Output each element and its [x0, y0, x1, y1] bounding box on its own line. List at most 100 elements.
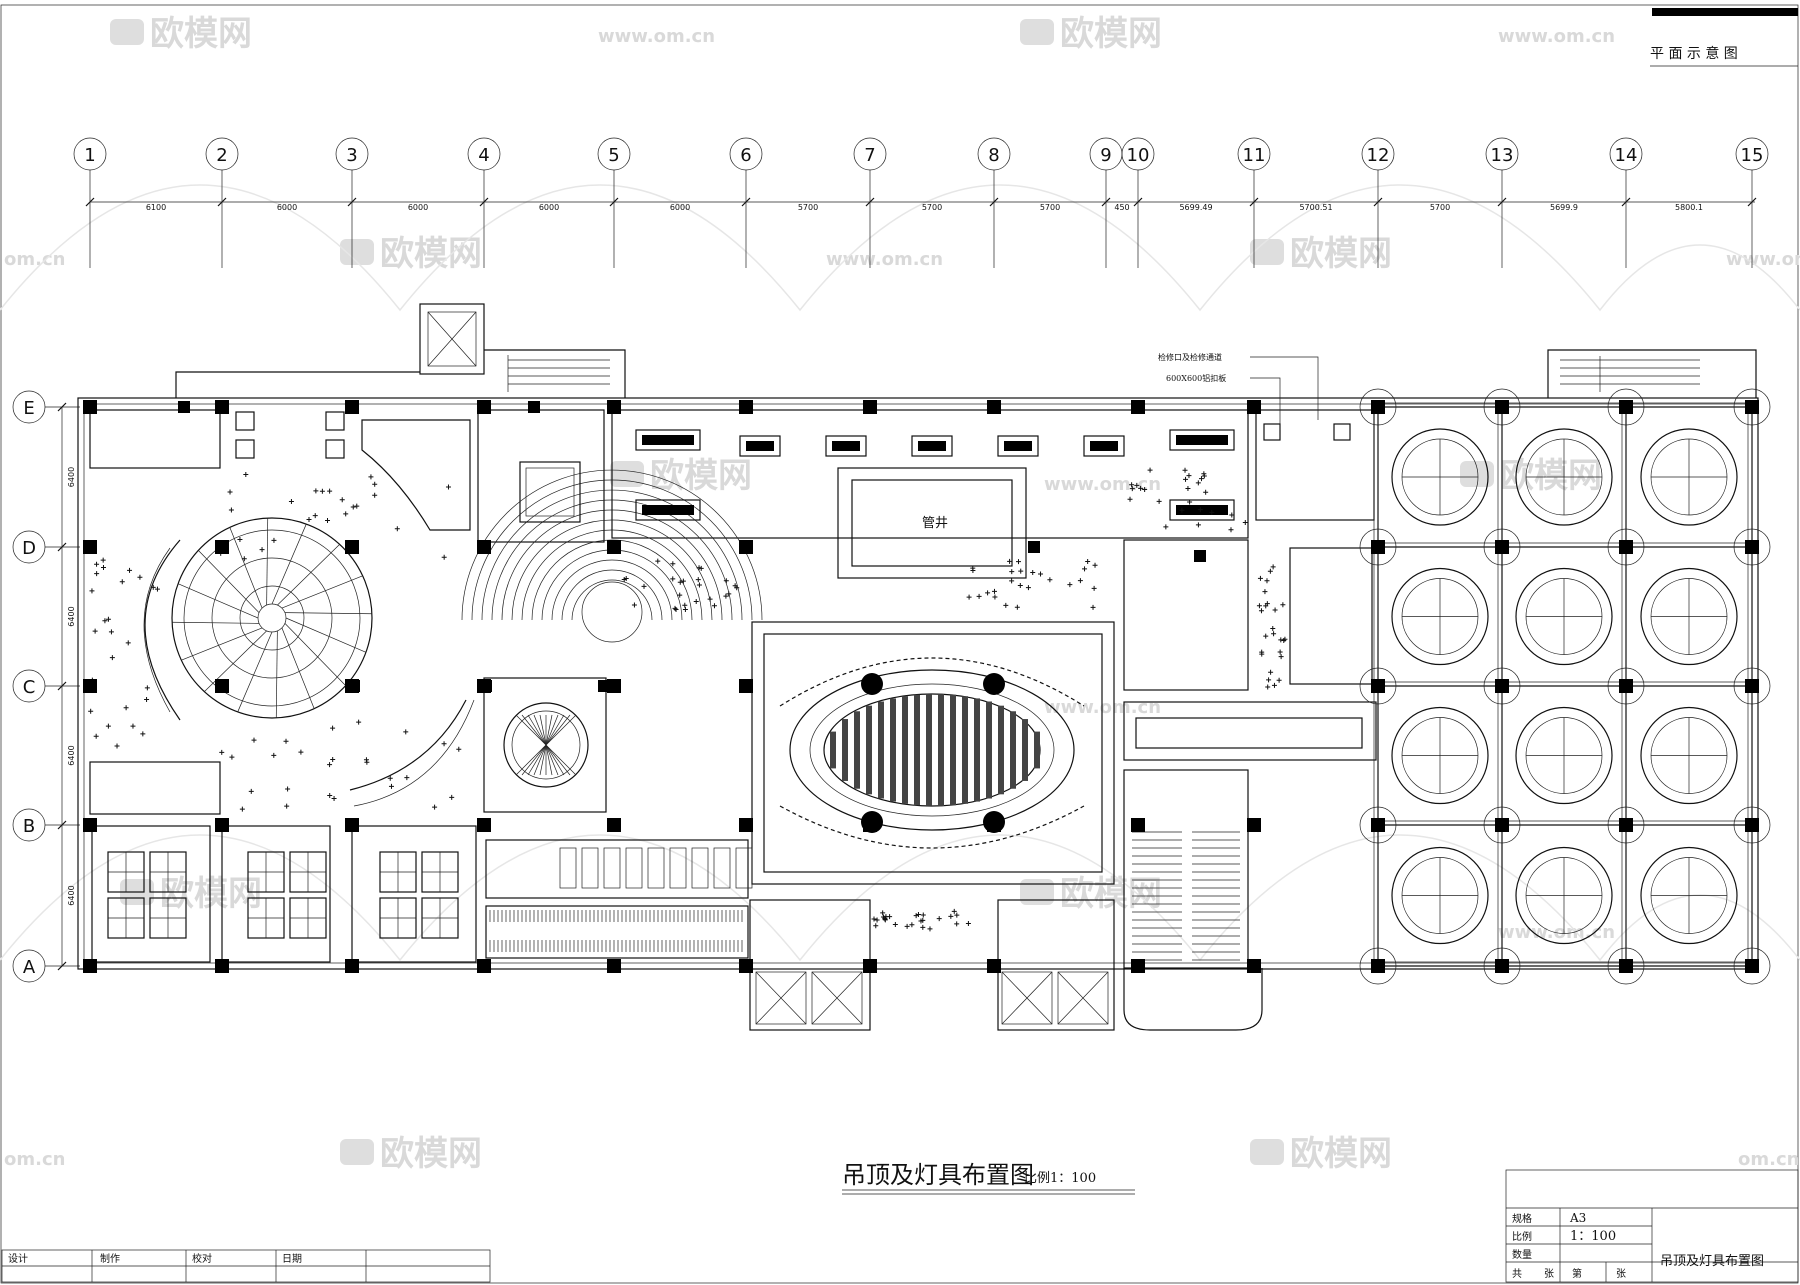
- downlight-icon: [1182, 467, 1188, 473]
- downlight-icon: [1256, 603, 1262, 609]
- radial-spoke: [237, 631, 273, 713]
- downlight-icon: [105, 723, 111, 729]
- round-ceiling-feature: [171, 517, 373, 719]
- grille-line: [521, 744, 547, 776]
- oval-slat: [914, 694, 920, 806]
- annotation-notes: 检修口及检修通道 600X600铝扣板: [1158, 352, 1319, 430]
- downlight-icon: [1187, 499, 1193, 505]
- column-ring: [1483, 528, 1521, 566]
- column-marker: [1619, 400, 1633, 414]
- ceiling-circle: [1391, 706, 1489, 805]
- downlight-icon: [1265, 684, 1271, 690]
- radial-spoke: [281, 627, 315, 709]
- drawing-name: 吊顶及灯具布置图: [1660, 1254, 1764, 1269]
- column-marker: [216, 680, 228, 692]
- downlight-icon: [673, 607, 679, 613]
- grille-line: [527, 744, 547, 776]
- downlight-icon: [394, 526, 400, 532]
- check-label: 校对: [192, 1252, 212, 1265]
- column-marker: [1619, 959, 1633, 973]
- downlight-icon: [1025, 585, 1031, 591]
- column-ring: [1607, 947, 1645, 985]
- downlight-icon: [672, 605, 678, 611]
- downlight-icon: [150, 584, 156, 590]
- oval-slat: [1022, 719, 1028, 781]
- column-marker: [863, 818, 877, 832]
- note-access-panel: 检修口及检修通道: [1158, 352, 1222, 362]
- downlight-icon: [330, 725, 336, 731]
- downlight-icon: [913, 913, 919, 919]
- linear-light-fixture-core: [832, 441, 860, 451]
- column-marker: [1194, 550, 1206, 562]
- downlight-icon: [936, 916, 942, 922]
- linear-light-fixture: [1083, 435, 1125, 457]
- downlight-icon: [1009, 578, 1015, 584]
- downlight-icon: [1156, 498, 1162, 504]
- downlight-icon: [241, 556, 247, 562]
- oval-slat: [830, 731, 836, 769]
- watermark-arcs: [0, 184, 1800, 962]
- downlight-icon: [456, 746, 462, 752]
- arch-band: [571, 579, 653, 621]
- column-ring: [1483, 667, 1521, 705]
- downlight-icon: [229, 754, 235, 760]
- column-marker: [607, 959, 621, 973]
- downlight-icon: [1228, 527, 1234, 533]
- downlight-icon: [319, 488, 325, 494]
- date-label: 日期: [282, 1253, 302, 1265]
- column-marker: [1619, 540, 1633, 554]
- downlight-icon: [1229, 512, 1235, 518]
- dimension-value: 6000: [277, 203, 297, 212]
- downlight-icon: [1030, 570, 1036, 576]
- column-marker: [1131, 400, 1145, 414]
- column-marker: [477, 540, 491, 554]
- column-marker: [1371, 400, 1385, 414]
- grille-line: [527, 714, 547, 746]
- column-marker: [1247, 818, 1261, 832]
- ceiling-coffer: [581, 847, 599, 889]
- axis-label-col: 7: [864, 145, 875, 166]
- downlight-icon: [954, 912, 960, 918]
- downlight-icon: [100, 557, 106, 563]
- downlight-icon: [695, 577, 701, 583]
- axis-label-col: 12: [1367, 145, 1390, 166]
- scale-label: 比例: [1512, 1230, 1532, 1243]
- radial-spoke: [284, 612, 372, 615]
- linear-light-fixture: [911, 435, 953, 457]
- downlight-icon: [1268, 669, 1274, 675]
- column-marker: [1495, 818, 1509, 832]
- column-ring: [1359, 806, 1397, 844]
- axis-bubble: [467, 137, 501, 171]
- downlight-icon: [677, 592, 683, 598]
- downlight-icon: [364, 759, 370, 765]
- title-block: 规格 A3 比例 1：100 数量 共 张 第 张 吊顶及灯具布置图: [1505, 1169, 1799, 1283]
- downlight-icon: [343, 511, 349, 517]
- structural-columns: [83, 400, 1759, 973]
- axis-label-col: 2: [216, 145, 227, 166]
- radial-spoke: [181, 627, 263, 661]
- column-marker: [345, 959, 359, 973]
- watermark-logo-icon: [1020, 19, 1054, 45]
- grille-line: [545, 744, 571, 776]
- downlight-icon: [354, 503, 360, 509]
- downlight-icon: [1082, 566, 1088, 572]
- column-marker: [477, 400, 491, 414]
- downlight-icon: [1092, 562, 1098, 568]
- watermark-url: www.om.cn: [1044, 474, 1161, 495]
- axis-bubble: [1485, 137, 1519, 171]
- column-marker: [607, 818, 621, 832]
- grille-line: [539, 744, 547, 776]
- downlight-icon: [432, 804, 438, 810]
- column-marker: [987, 818, 1001, 832]
- downlight-icon: [94, 571, 100, 577]
- downlight-icon: [1270, 626, 1276, 632]
- downlight-icon: [1278, 654, 1284, 660]
- downlight-icon: [94, 561, 100, 567]
- watermark-logo-icon: [1250, 1139, 1284, 1165]
- oval-slat: [842, 719, 848, 781]
- downlight-icon: [1017, 582, 1023, 588]
- grille-line: [545, 714, 571, 746]
- watermark-logo-icon: [340, 1139, 374, 1165]
- axis-label-col: 9: [1100, 145, 1111, 166]
- downlight-icon: [670, 561, 676, 567]
